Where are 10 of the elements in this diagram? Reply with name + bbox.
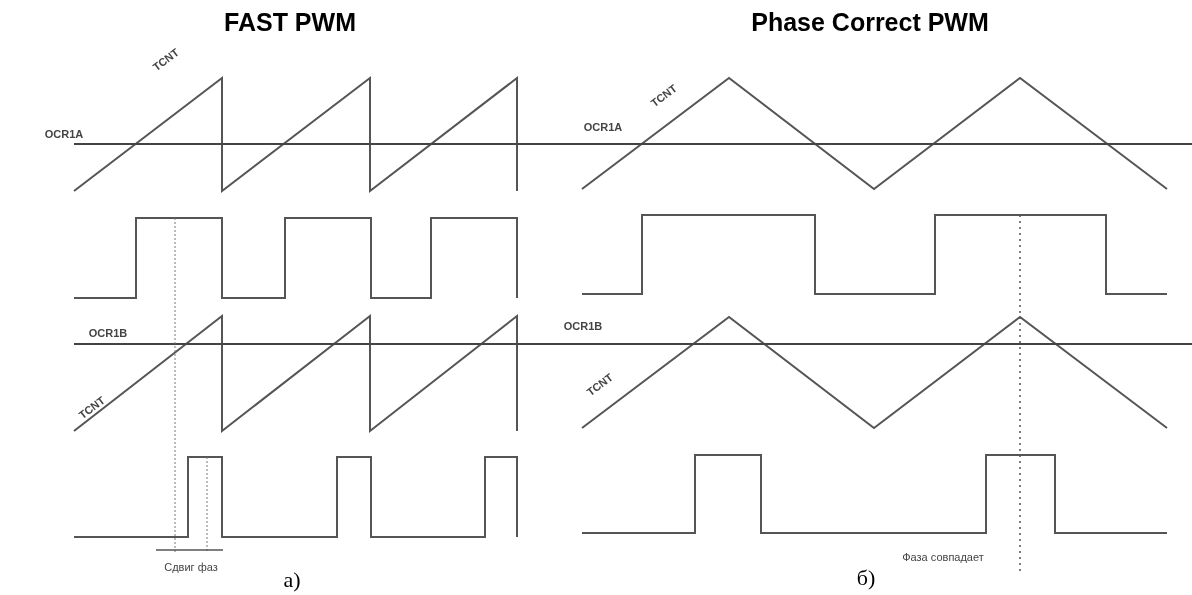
annotation-text: Фаза совпадает bbox=[902, 551, 984, 563]
annotation-text: Сдвиг фаз bbox=[164, 561, 218, 573]
panel-title: Phase Correct PWM bbox=[751, 9, 989, 35]
signal-label: OCR1A bbox=[44, 128, 84, 140]
subfigure-label: а) bbox=[283, 569, 301, 591]
signal-label: OCR1B bbox=[563, 320, 603, 332]
subfigure-label: б) bbox=[856, 567, 876, 589]
signal-label: OCR1B bbox=[88, 327, 128, 339]
signal-label: OCR1A bbox=[583, 121, 623, 133]
panel-title: FAST PWM bbox=[224, 9, 356, 35]
